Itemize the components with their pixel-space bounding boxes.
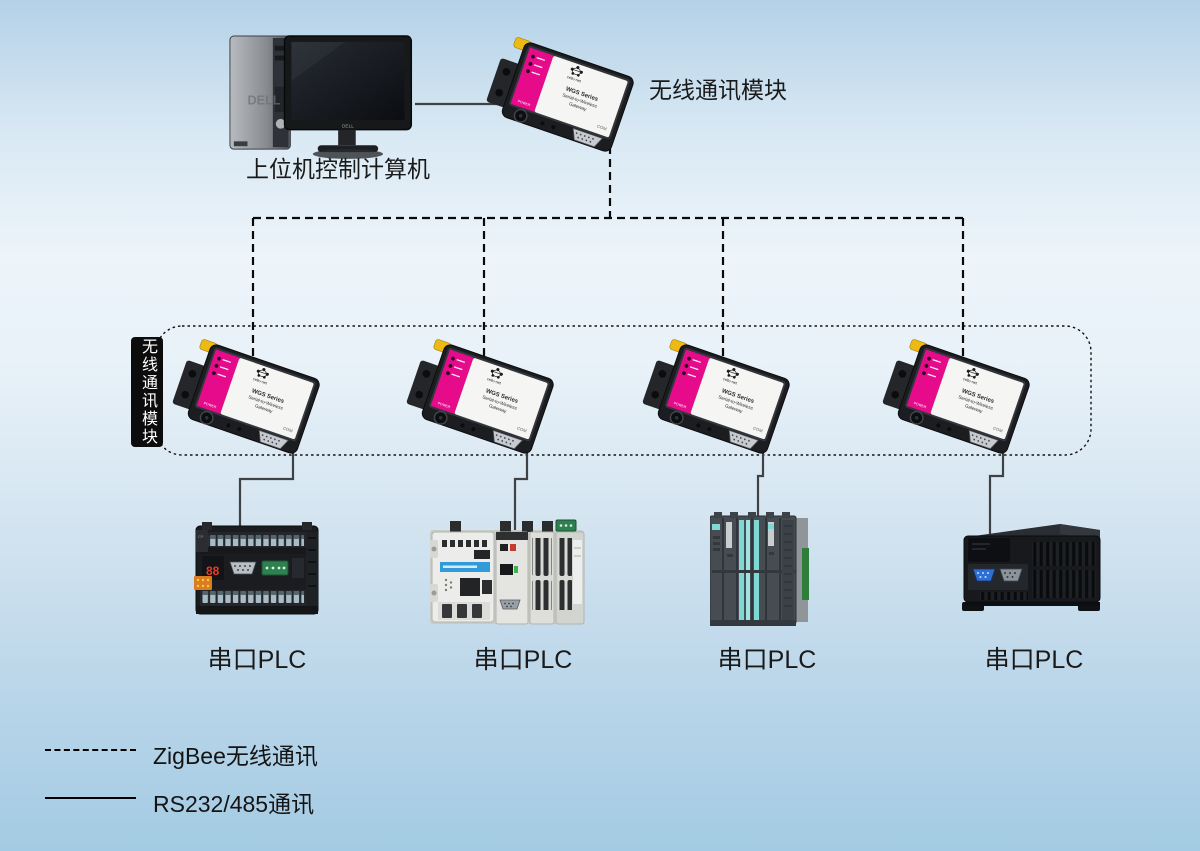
plc-3-image [710,512,809,626]
legend-zigbee-line-sample [45,749,136,751]
host-computer-label: 上位机控制计算机 [246,156,430,182]
serial-line-gw2-plc2 [513,446,529,540]
plc-4-image [962,524,1101,611]
gateway-label: 无线通讯模块 [649,77,787,103]
legend-serial-label: RS232/485通讯 [153,791,315,817]
gateway-1-image [166,333,334,463]
svg-text:88: 88 [206,564,220,578]
serial-line-gw3-plc3 [756,444,765,530]
gateway-4-image [876,333,1044,463]
plc-1-image: CP 88 [194,522,319,615]
plc-2-label: 串口PLC [473,646,573,674]
pc-tower-icon: DELL [229,35,291,150]
plc-1-label: 串口PLC [207,646,307,674]
host-computer-image: DELL DELL [229,35,413,159]
plc-2-image [430,519,585,625]
svg-text:DELL: DELL [248,93,281,107]
pc-monitor-icon: DELL [283,35,413,159]
gateway-2-image [400,333,568,463]
gateway-top-image [480,31,648,161]
plc-3-label: 串口PLC [717,646,817,674]
legend-serial-line-sample [45,797,136,799]
legend-zigbee-label: ZigBee无线通讯 [153,743,318,769]
plc-4-label: 串口PLC [984,646,1084,674]
gateway-group-vertical-label: 无线通讯模块 [131,337,163,447]
svg-text:CP: CP [198,534,204,539]
serial-line-gw1-plc1 [238,446,295,545]
serial-line-gw4-plc4 [988,444,1005,545]
gateway-3-image [636,333,804,463]
svg-text:DELL: DELL [342,124,354,130]
zigbee-dashed-bus [251,146,965,368]
